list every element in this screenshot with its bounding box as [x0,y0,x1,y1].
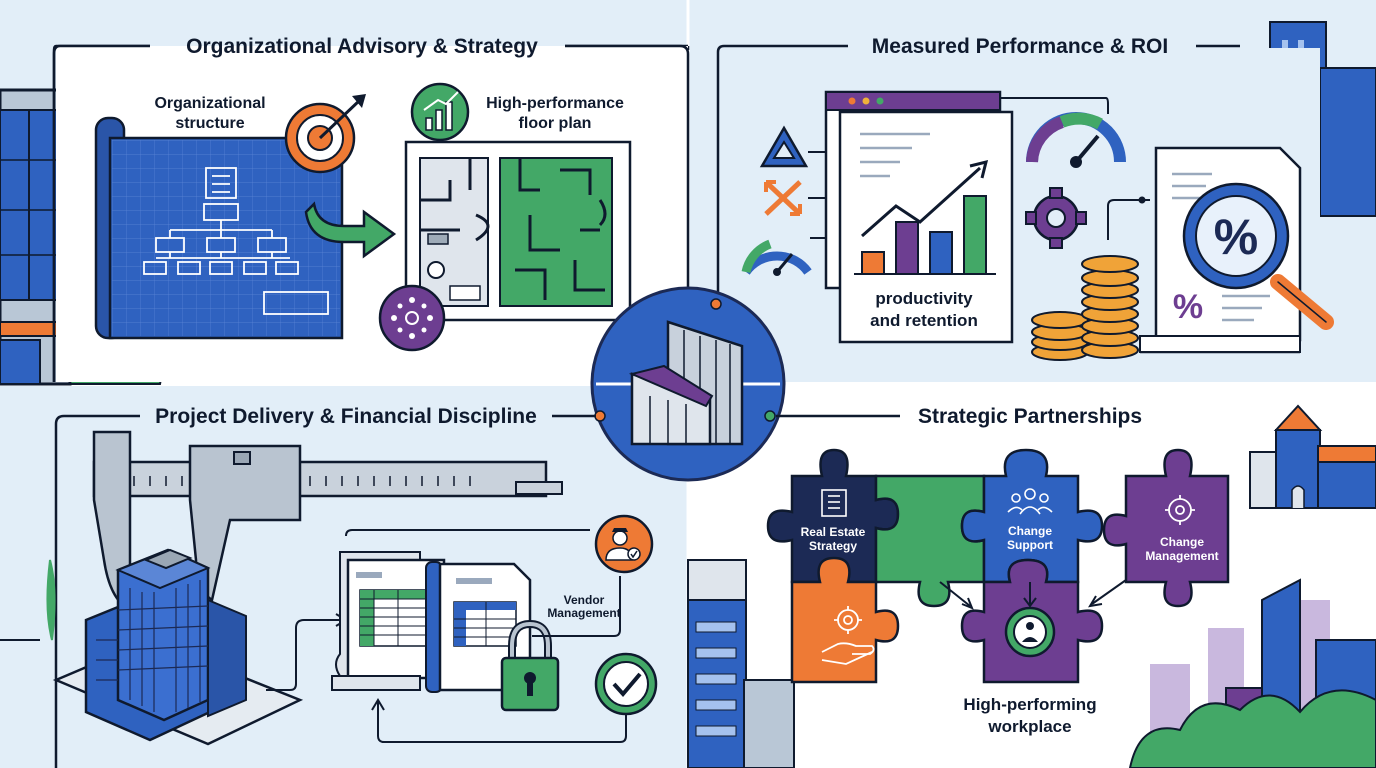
vendor-label-line1: Vendor [564,593,605,607]
quadrant-strategic-partnerships: Strategic Partnerships [687,404,1376,768]
puzzle-real-estate-strategy: Real Estate Strategy [766,448,900,584]
org-chart-icon [143,203,329,315]
bottom-right-skyline [1128,578,1376,768]
budget-spreadsheet-documents [331,551,532,693]
vendor-label-line2: Management [547,606,620,620]
house-illustration [1249,404,1376,509]
triangle-icon [759,125,809,168]
magnifier-percent-icon: % [1182,182,1334,330]
transform-arrow [304,201,397,259]
center-hub [590,286,786,482]
puzzle-change-mgmt-line1: Change [1160,535,1204,549]
puzzle-real-estate-line1: Real Estate [801,525,866,539]
org-structure-label-line2: structure [175,115,244,132]
blueprint-building-icon [205,167,237,199]
strategic-partnerships-title: Strategic Partnerships [918,405,1142,428]
bar-chart [854,195,996,275]
puzzle-change-mgmt-line2: Management [1145,549,1218,563]
growth-chart-icon [410,82,470,142]
hand-gear-icon [821,606,875,665]
org-structure-label-line1: Organizational [154,95,265,112]
percent-symbol-large: % [1214,209,1258,265]
org-advisory-title: Organizational Advisory & Strategy [186,35,538,58]
target-icon [284,94,366,174]
center-building-icon [628,320,744,446]
project-delivery-title: Project Delivery & Financial Discipline [155,405,537,428]
org-chart-blueprint [94,116,344,340]
puzzle-change-support-line1: Change [1008,524,1052,538]
floor-plan-label-line2: floor plan [519,115,592,132]
spreadsheet-grid-2 [453,601,517,647]
caliper-icon [92,430,563,613]
floor-plan-label-line1: High-performance [486,95,624,112]
puzzle-change-support-line2: Support [1007,538,1053,552]
chart-caption-line1: productivity [875,289,973,308]
checkmark-approval-icon [594,652,658,716]
padlock-icon [500,619,560,712]
percent-symbol-small: % [1173,288,1203,326]
isometric-building-icon [52,548,304,746]
puzzle-real-estate-line2: Strategy [809,539,857,553]
measured-performance-title: Measured Performance & ROI [872,35,1168,58]
gear-icon [1025,187,1087,249]
productivity-report-document: productivity and retention [824,90,1014,344]
small-gauge-icon [741,239,812,276]
chart-caption-line2: and retention [870,311,978,330]
team-network-icon [378,284,446,352]
outcome-label-line1: High-performing [963,695,1096,714]
left-tower-illustration [687,559,795,768]
office-building-icon [821,489,847,517]
spreadsheet-grid-1 [359,589,433,647]
puzzle-orange-hand-gear [790,556,900,684]
trend-arrow [861,166,982,238]
quadrant-organizational-advisory: Organizational Advisory & Strategy Organ… [0,35,690,386]
quadrant-project-delivery: Project Delivery & Financial Discipline [0,405,658,768]
quadrant-measured-performance: Measured Performance & ROI [716,21,1376,382]
puzzle-change-management: Change Management [1102,448,1230,608]
people-group-icon [1007,488,1053,515]
floor-plan-illustration [404,140,632,322]
coin-stack-icon [1031,255,1139,361]
outcome-label-line2: workplace [987,717,1071,736]
gear-cycle-icon [1165,495,1195,525]
puzzle-change-support: Change Support [960,448,1104,584]
crossed-arrows-icon [764,180,802,216]
puzzle-high-performing-workplace [960,558,1104,684]
performance-gauge-icon [1026,112,1126,168]
vendor-person-icon [594,514,654,574]
